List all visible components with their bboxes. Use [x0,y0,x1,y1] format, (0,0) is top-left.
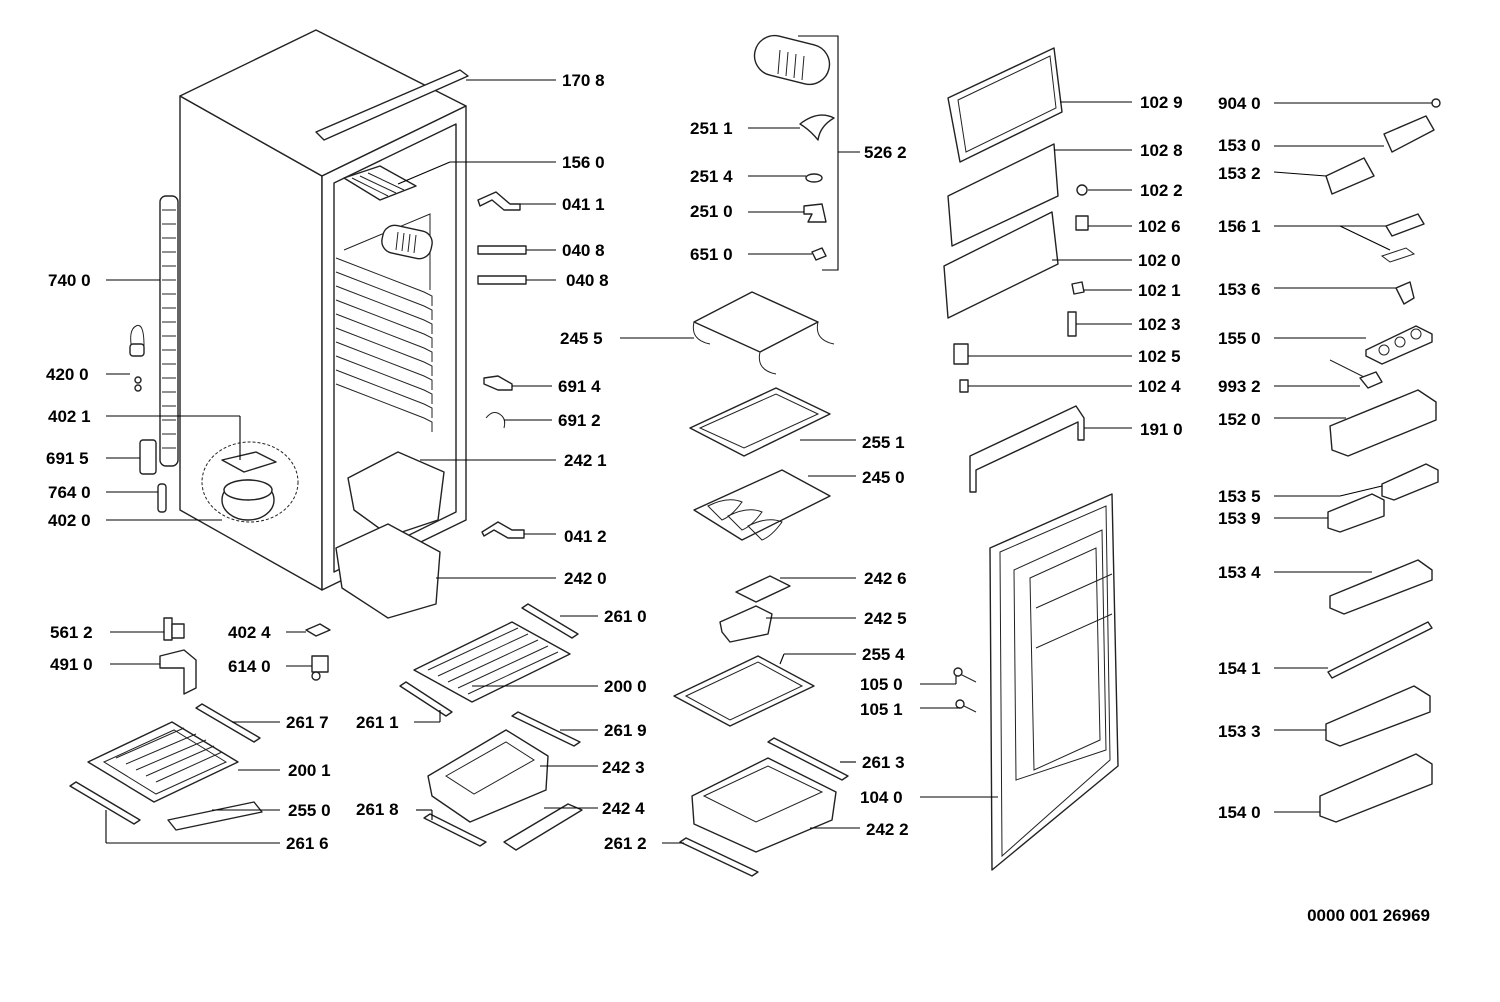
callout-102-5: 102 5 [1138,347,1181,366]
callout-191-0: 191 0 [1140,420,1183,439]
callout-041-2: 041 2 [564,527,607,546]
callout-153-3: 153 3 [1218,722,1261,741]
callout-102-3: 102 3 [1138,315,1181,334]
callout-154-1: 154 1 [1218,659,1261,678]
document-number: 0000 001 26969 [1307,906,1430,925]
callout-242-2: 242 2 [866,820,909,839]
callout-251-4: 251 4 [690,167,733,186]
callout-691-5: 691 5 [46,449,89,468]
callout-261-6: 261 6 [286,834,329,853]
callout-153-4: 153 4 [1218,563,1261,582]
left-bottom-parts [69,617,331,831]
callout-261-3: 261 3 [862,753,905,772]
callout-152-0: 152 0 [1218,410,1261,429]
callout-245-5: 245 5 [560,329,603,348]
callout-561-2: 561 2 [50,623,93,642]
callout-156-1: 156 1 [1218,217,1261,236]
callout-255-0: 255 0 [288,801,331,820]
crisper-drawer-upper [347,451,445,537]
callout-251-0: 251 0 [690,202,733,221]
callout-420-0: 420 0 [46,365,89,384]
air-duct [343,165,417,201]
callout-740-0: 740 0 [48,271,91,290]
callout-041-1: 041 1 [562,195,605,214]
callout-102-2: 102 2 [1140,181,1183,200]
callout-255-4: 255 4 [862,645,905,664]
right-column-parts [1319,98,1441,823]
callout-156-0: 156 0 [562,153,605,172]
condenser [159,195,179,467]
callout-491-0: 491 0 [50,655,93,674]
callout-102-9: 102 9 [1140,93,1183,112]
capacitor-wire [130,324,145,351]
door-parts [943,47,1119,871]
callout-691-2: 691 2 [558,411,601,430]
relay-691-5 [139,439,157,475]
callout-993-2: 993 2 [1218,377,1261,396]
hinges-and-clips [477,191,527,539]
callout-242-1: 242 1 [564,451,607,470]
callout-153-9: 153 9 [1218,509,1261,528]
callout-040-8-b: 040 8 [566,271,609,290]
callout-261-7: 261 7 [286,713,329,732]
callout-261-8: 261 8 [356,800,399,819]
top-rail [315,69,469,141]
callout-040-8-a: 040 8 [562,241,605,260]
compressor [201,441,299,523]
filter-764-0 [157,483,167,513]
callout-155-0: 155 0 [1218,329,1261,348]
callout-245-0: 245 0 [862,468,905,487]
center-column-parts [673,34,849,877]
callout-153-5: 153 5 [1218,487,1261,506]
callout-153-0: 153 0 [1218,136,1261,155]
callout-200-1: 200 1 [288,761,331,780]
callout-261-1: 261 1 [356,713,399,732]
callout-102-1: 102 1 [1138,281,1181,300]
callout-242-5: 242 5 [864,609,907,628]
main-door [989,493,1119,871]
callout-764-0: 764 0 [48,483,91,502]
callout-242-3: 242 3 [602,758,645,777]
callout-651-0: 651 0 [690,245,733,264]
light-housing [381,224,433,260]
callout-242-0: 242 0 [564,569,607,588]
callout-labels: 170 8 156 0 041 1 040 8 040 8 740 0 420 … [46,71,1261,853]
callout-251-1: 251 1 [690,119,733,138]
callout-402-4: 402 4 [228,623,271,642]
callout-154-0: 154 0 [1218,803,1261,822]
callout-242-6: 242 6 [864,569,907,588]
callout-153-2: 153 2 [1218,164,1261,183]
callout-104-0: 104 0 [860,788,903,807]
callout-402-0: 402 0 [48,511,91,530]
refrigerator-cabinet [129,29,469,619]
callout-904-0: 904 0 [1218,94,1261,113]
center-left-bottom-parts [399,603,583,851]
callout-102-8: 102 8 [1140,141,1183,160]
callout-102-0: 102 0 [1138,251,1181,270]
callout-691-4: 691 4 [558,377,601,396]
callout-261-2: 261 2 [604,834,647,853]
callout-102-6: 102 6 [1138,217,1181,236]
callout-614-0: 614 0 [228,657,271,676]
callout-261-9: 261 9 [604,721,647,740]
leader-lines [105,35,1432,844]
callout-261-0: 261 0 [604,607,647,626]
callout-153-6: 153 6 [1218,280,1261,299]
callout-170-8: 170 8 [562,71,605,90]
callout-242-4: 242 4 [602,799,645,818]
crisper-drawer-lower [335,523,441,619]
interior-shelf-supports [335,257,433,432]
callout-102-4: 102 4 [1138,377,1181,396]
callout-255-1: 255 1 [862,433,905,452]
callout-402-1: 402 1 [48,407,91,426]
callout-200-0: 200 0 [604,677,647,696]
callout-105-0: 105 0 [860,675,903,694]
callout-526-2: 526 2 [864,143,907,162]
callout-105-1: 105 1 [860,700,903,719]
